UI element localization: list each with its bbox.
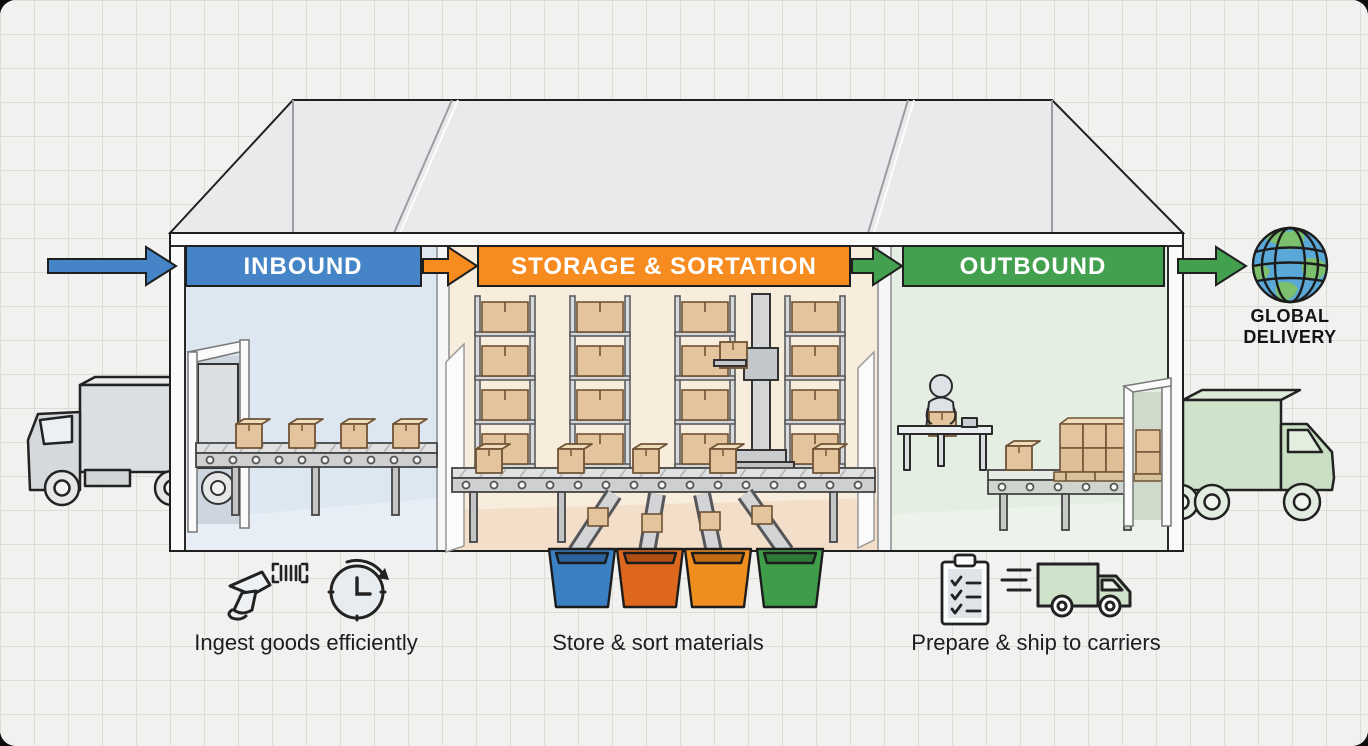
storage-banner bbox=[477, 245, 851, 287]
delivery-van-icon bbox=[1000, 562, 1132, 618]
global-delivery-line2: DELIVERY bbox=[1243, 327, 1336, 347]
sortation-conveyor bbox=[451, 467, 876, 543]
inbound-banner-label: INBOUND bbox=[244, 253, 363, 280]
storage-to-outbound-arrow bbox=[851, 245, 904, 287]
dark-orange-bin bbox=[615, 547, 685, 609]
barcode-scanner-icon bbox=[227, 562, 309, 621]
inbound-conveyor bbox=[195, 442, 438, 516]
exit-arrow bbox=[1177, 245, 1248, 287]
blue-bin bbox=[547, 547, 617, 609]
clock-icon bbox=[327, 558, 389, 622]
outbound-banner bbox=[902, 245, 1165, 287]
orange-bin bbox=[683, 547, 753, 609]
inbound-interior bbox=[186, 339, 438, 533]
outbound-box bbox=[1005, 440, 1041, 471]
outbound-interior bbox=[897, 374, 1172, 531]
asrs-robot-crane bbox=[713, 293, 795, 475]
checklist-icon bbox=[940, 553, 990, 626]
sorting-chutes bbox=[568, 488, 794, 558]
roof bbox=[167, 99, 1186, 234]
outbound-caption: Prepare & ship to carriers bbox=[911, 630, 1160, 655]
global-delivery-line1: GLOBAL bbox=[1251, 306, 1330, 326]
storage-banner-label: STORAGE & SORTATION bbox=[511, 253, 817, 280]
outbound-banner-label: OUTBOUND bbox=[960, 253, 1107, 280]
globe-icon bbox=[1251, 226, 1329, 304]
packing-worker bbox=[897, 374, 993, 471]
inbound-banner bbox=[185, 245, 422, 287]
storage-caption: Store & sort materials bbox=[552, 630, 764, 655]
entry-arrow bbox=[47, 245, 178, 287]
process-flow: INBOUND STORAGE & SORTATION OUTBOUND bbox=[47, 245, 1248, 287]
global-delivery: GLOBAL DELIVERY bbox=[1243, 226, 1336, 347]
pallet-stack bbox=[1053, 417, 1139, 482]
inbound-boxes bbox=[235, 418, 428, 449]
green-bin bbox=[755, 547, 825, 609]
outbound-truck bbox=[1162, 388, 1336, 522]
storage-interior bbox=[445, 293, 876, 558]
inbound-caption: Ingest goods efficiently bbox=[194, 630, 417, 655]
inbound-to-storage-arrow bbox=[422, 245, 479, 287]
sortation-boxes bbox=[475, 443, 848, 474]
sort-bins bbox=[547, 547, 825, 609]
outbound-dock-door bbox=[1122, 377, 1172, 527]
